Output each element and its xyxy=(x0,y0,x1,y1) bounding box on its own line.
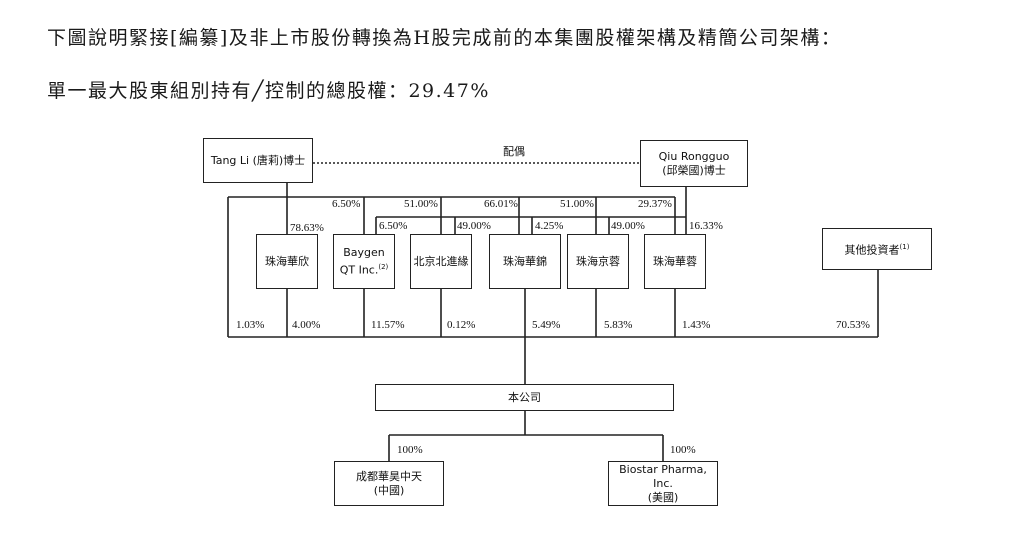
pct-100-biostar: 100% xyxy=(670,444,696,456)
node-biostar: Biostar Pharma, Inc. (美國) xyxy=(608,461,718,506)
pct-49-00-a: 49.00% xyxy=(457,220,491,232)
node-zhuhai-huaxin-label: 珠海華欣 xyxy=(265,254,309,268)
node-tang-li-label: Tang Li (唐莉)博士 xyxy=(210,153,306,167)
node-company-label: 本公司 xyxy=(508,390,541,404)
pct-51-00-b: 51.00% xyxy=(560,198,594,210)
node-biostar-line2: (美國) xyxy=(647,490,679,504)
node-zhuhai-huajin: 珠海華錦 xyxy=(489,234,561,289)
node-zhuhai-huaxin: 珠海華欣 xyxy=(256,234,318,289)
node-zhuhai-huajin-label: 珠海華錦 xyxy=(503,254,547,268)
node-zhuhai-huarong: 珠海華蓉 xyxy=(644,234,706,289)
heading-line-1: 下圖說明緊接[編纂]及非上市股份轉換為H股完成前的本集團股權架構及精簡公司架構： xyxy=(47,27,842,49)
node-other-note: (1) xyxy=(899,243,910,252)
node-qiu-rongguo: Qiu Rongguo (邱榮國)博士 xyxy=(640,140,748,187)
heading-line-2: 單一最大股東組別持有╱控制的總股權：29.47% xyxy=(47,80,490,102)
node-zhuhai-huarong-label: 珠海華蓉 xyxy=(653,254,697,268)
node-qiu-line1: Qiu Rongguo xyxy=(658,149,730,163)
node-chengdu-line1: 成都華昊中天 xyxy=(356,469,422,483)
pct-100-chengdu: 100% xyxy=(397,444,423,456)
node-other-investors: 其他投資者(1) xyxy=(822,228,932,270)
node-baygen-note: (2) xyxy=(378,262,389,271)
node-chengdu: 成都華昊中天 (中國) xyxy=(334,461,444,506)
pct-66-01: 66.01% xyxy=(484,198,518,210)
pct-4-00: 4.00% xyxy=(292,319,321,331)
node-tang-li: Tang Li (唐莉)博士 xyxy=(203,138,313,183)
node-baygen-line1: Baygen xyxy=(343,245,385,259)
pct-4-25: 4.25% xyxy=(535,220,564,232)
pct-11-57: 11.57% xyxy=(371,319,405,331)
node-beijing-label: 北京北進緣 xyxy=(413,254,469,268)
node-beijing-beijinyuan: 北京北進緣 xyxy=(410,234,472,289)
pct-6-50-mid: 6.50% xyxy=(379,220,408,232)
pct-0-12: 0.12% xyxy=(447,319,476,331)
pct-51-00-a: 51.00% xyxy=(404,198,438,210)
spouse-label: 配偶 xyxy=(503,145,525,158)
node-baygen-line2: QT Inc. xyxy=(339,263,379,277)
node-other-label: 其他投資者 xyxy=(844,243,900,257)
pct-5-49: 5.49% xyxy=(532,319,561,331)
pct-70-53: 70.53% xyxy=(836,319,870,331)
node-chengdu-line2: (中國) xyxy=(373,483,405,497)
pct-1-03: 1.03% xyxy=(236,319,265,331)
node-biostar-line1: Biostar Pharma, Inc. xyxy=(619,462,707,490)
node-qiu-line2: (邱榮國)博士 xyxy=(662,163,726,177)
node-zhuhai-jingrong-label: 珠海京蓉 xyxy=(576,254,620,268)
pct-1-43: 1.43% xyxy=(682,319,711,331)
pct-5-83: 5.83% xyxy=(604,319,633,331)
pct-78-63: 78.63% xyxy=(290,222,324,234)
node-baygen: Baygen QT Inc.(2) xyxy=(333,234,395,289)
node-zhuhai-jingrong: 珠海京蓉 xyxy=(567,234,629,289)
pct-6-50-top: 6.50% xyxy=(332,198,361,210)
pct-29-37: 29.37% xyxy=(638,198,672,210)
pct-49-00-b: 49.00% xyxy=(611,220,645,232)
node-company: 本公司 xyxy=(375,384,674,411)
pct-16-33: 16.33% xyxy=(689,220,723,232)
